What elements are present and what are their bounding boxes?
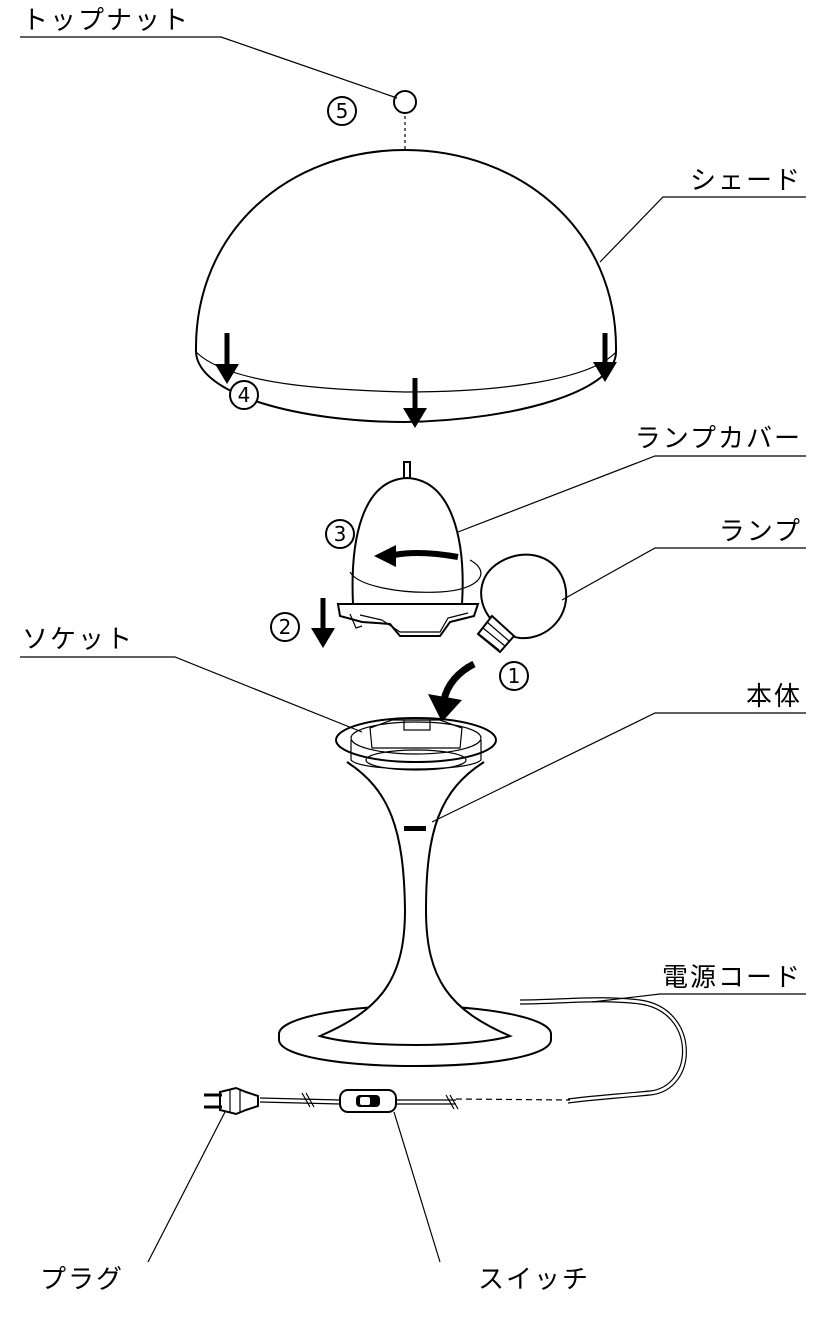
label-switch: スイッチ [478, 1265, 590, 1295]
lamp-cover-part [336, 461, 480, 637]
step-5-number: 5 [336, 99, 349, 123]
step-5-marker: 5 [327, 96, 357, 126]
shade-down-arrows [215, 333, 617, 428]
shade-part [194, 148, 618, 424]
rotate-arrow [349, 545, 482, 593]
step-4-marker: 4 [229, 380, 259, 410]
step-3-marker: 3 [325, 519, 355, 549]
cover-down-arrow [311, 598, 335, 648]
label-top-nut: トップナット [22, 6, 190, 36]
step-3-number: 3 [334, 522, 347, 546]
body-part [278, 717, 552, 1068]
power-cord-part [259, 997, 687, 1110]
label-lamp-cover: ランプカバー [635, 424, 802, 454]
label-lamp: ランプ [719, 517, 802, 547]
leader-lines [20, 36, 806, 1263]
label-power-cord: 電源コード [662, 963, 802, 993]
step-1-number: 1 [508, 664, 521, 688]
step-2-number: 2 [279, 615, 292, 639]
plug-part [204, 1086, 259, 1116]
step-4-number: 4 [238, 383, 251, 407]
lamp-bulb-part [476, 553, 568, 654]
label-socket: ソケット [22, 625, 134, 655]
step-1-marker: 1 [499, 661, 529, 691]
label-plug: プラグ [40, 1265, 124, 1295]
label-shade: シェード [690, 166, 802, 196]
top-nut-part [393, 90, 417, 157]
step-2-marker: 2 [270, 612, 300, 642]
insert-arrow [428, 660, 476, 722]
switch-part [339, 1089, 397, 1113]
label-body: 本体 [746, 682, 802, 712]
